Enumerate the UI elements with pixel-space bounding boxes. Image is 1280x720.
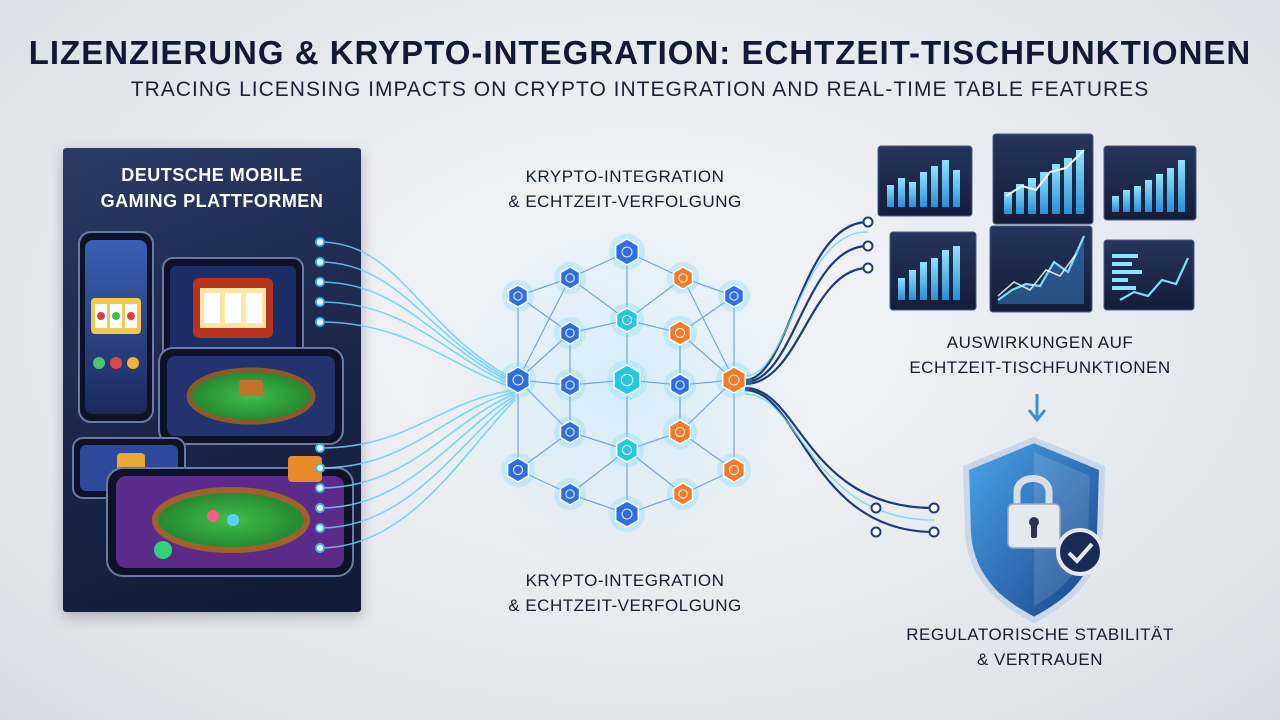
network-node xyxy=(559,321,581,345)
network-node xyxy=(669,373,691,397)
right-connectors xyxy=(744,220,935,534)
network-node-core xyxy=(621,246,633,258)
poker-table-icon xyxy=(158,347,344,445)
page-subtitle: Tracing Licensing Impacts on Crypto Inte… xyxy=(130,78,1150,101)
mobile-platforms-title: Deutsche Mobile Gaming Plattformen xyxy=(63,162,361,214)
network-nodes xyxy=(500,234,752,532)
devices-illustration xyxy=(72,231,354,577)
stability-label: Regulatorische Stabilität & Vertrauen xyxy=(860,622,1220,672)
network-bottom-label: Krypto-Integration & Echtzeit-Verfolgung xyxy=(460,568,790,618)
network-node-core xyxy=(675,380,685,390)
stability-label-line1: Regulatorische Stabilität xyxy=(906,625,1174,644)
network-node-core xyxy=(512,464,524,476)
network-node-core xyxy=(513,291,523,301)
network-node-core xyxy=(565,328,575,338)
network-node-core xyxy=(621,314,633,326)
bar-chart-icon-2 xyxy=(1103,145,1197,221)
mobile-platforms-panel: Deutsche Mobile Gaming Plattformen xyxy=(63,148,361,612)
network-node xyxy=(559,266,581,290)
stability-label-line2: & Vertrauen xyxy=(976,650,1104,669)
page-title: Lizenzierung & Krypto-Integration: Echtz… xyxy=(28,34,1252,71)
network-node-core xyxy=(674,327,686,339)
network-node xyxy=(559,373,581,397)
network-node-core xyxy=(621,508,633,520)
network-node-core xyxy=(621,444,633,456)
right-glow-connectors xyxy=(744,231,935,521)
line-chart-icon-2 xyxy=(1103,239,1195,311)
network-node xyxy=(672,482,694,506)
check-icon xyxy=(1056,528,1104,576)
slot-machine-icon xyxy=(91,298,141,334)
network-node xyxy=(722,457,746,483)
network-top-label-line1: Krypto-Integration xyxy=(525,167,725,186)
network-top-label: Krypto-Integration & Echtzeit-Verfolgung xyxy=(460,164,790,214)
network-node-core xyxy=(678,273,688,283)
network-node xyxy=(615,437,639,463)
left-connector-dots xyxy=(315,237,325,553)
bar-line-chart-icon xyxy=(992,133,1094,225)
bar-chart-icon-3 xyxy=(889,231,977,311)
network-node xyxy=(505,366,531,394)
network-node xyxy=(721,366,747,394)
network-node-core xyxy=(729,291,739,301)
mobile-platforms-title-line1: Deutsche Mobile xyxy=(121,165,303,185)
impact-label-line2: Echtzeit-Tischfunktionen xyxy=(909,358,1171,377)
line-chart-icon xyxy=(989,225,1093,313)
network-node xyxy=(613,364,641,396)
network-node-core xyxy=(620,373,634,387)
phone-icon xyxy=(78,231,154,423)
network-node xyxy=(668,320,692,346)
arrow-down-icon xyxy=(1027,394,1047,423)
network-node xyxy=(672,266,694,290)
network-node-core xyxy=(674,426,686,438)
network-node-core xyxy=(565,380,575,390)
network-node-core xyxy=(512,374,524,386)
shield-icon xyxy=(962,436,1106,624)
network-node xyxy=(507,284,529,308)
network-node xyxy=(615,307,639,333)
network-node-core xyxy=(565,489,575,499)
bar-chart-icon xyxy=(877,145,973,217)
network-node-core xyxy=(565,427,575,437)
network-node-core xyxy=(728,464,740,476)
network-node-core xyxy=(565,273,575,283)
network-node-core xyxy=(678,489,688,499)
right-connector-dots xyxy=(862,216,940,538)
network-node xyxy=(668,419,692,445)
network-node xyxy=(614,238,640,266)
mobile-platforms-title-line2: Gaming Plattformen xyxy=(100,191,324,211)
network-node xyxy=(723,284,745,308)
network-top-label-line2: & Echtzeit-Verfolgung xyxy=(508,192,742,211)
network-node xyxy=(506,457,530,483)
network-bottom-label-line2: & Echtzeit-Verfolgung xyxy=(508,596,742,615)
impact-label-line1: Auswirkungen auf xyxy=(946,333,1134,352)
lock-icon xyxy=(1007,475,1061,549)
impact-label: Auswirkungen auf Echtzeit-Tischfunktione… xyxy=(880,330,1200,380)
network-node-core xyxy=(728,374,740,386)
network-bottom-label-line1: Krypto-Integration xyxy=(525,571,725,590)
left-connectors xyxy=(319,241,516,549)
network-node xyxy=(559,420,581,444)
network-node xyxy=(614,500,640,528)
network-node xyxy=(559,482,581,506)
